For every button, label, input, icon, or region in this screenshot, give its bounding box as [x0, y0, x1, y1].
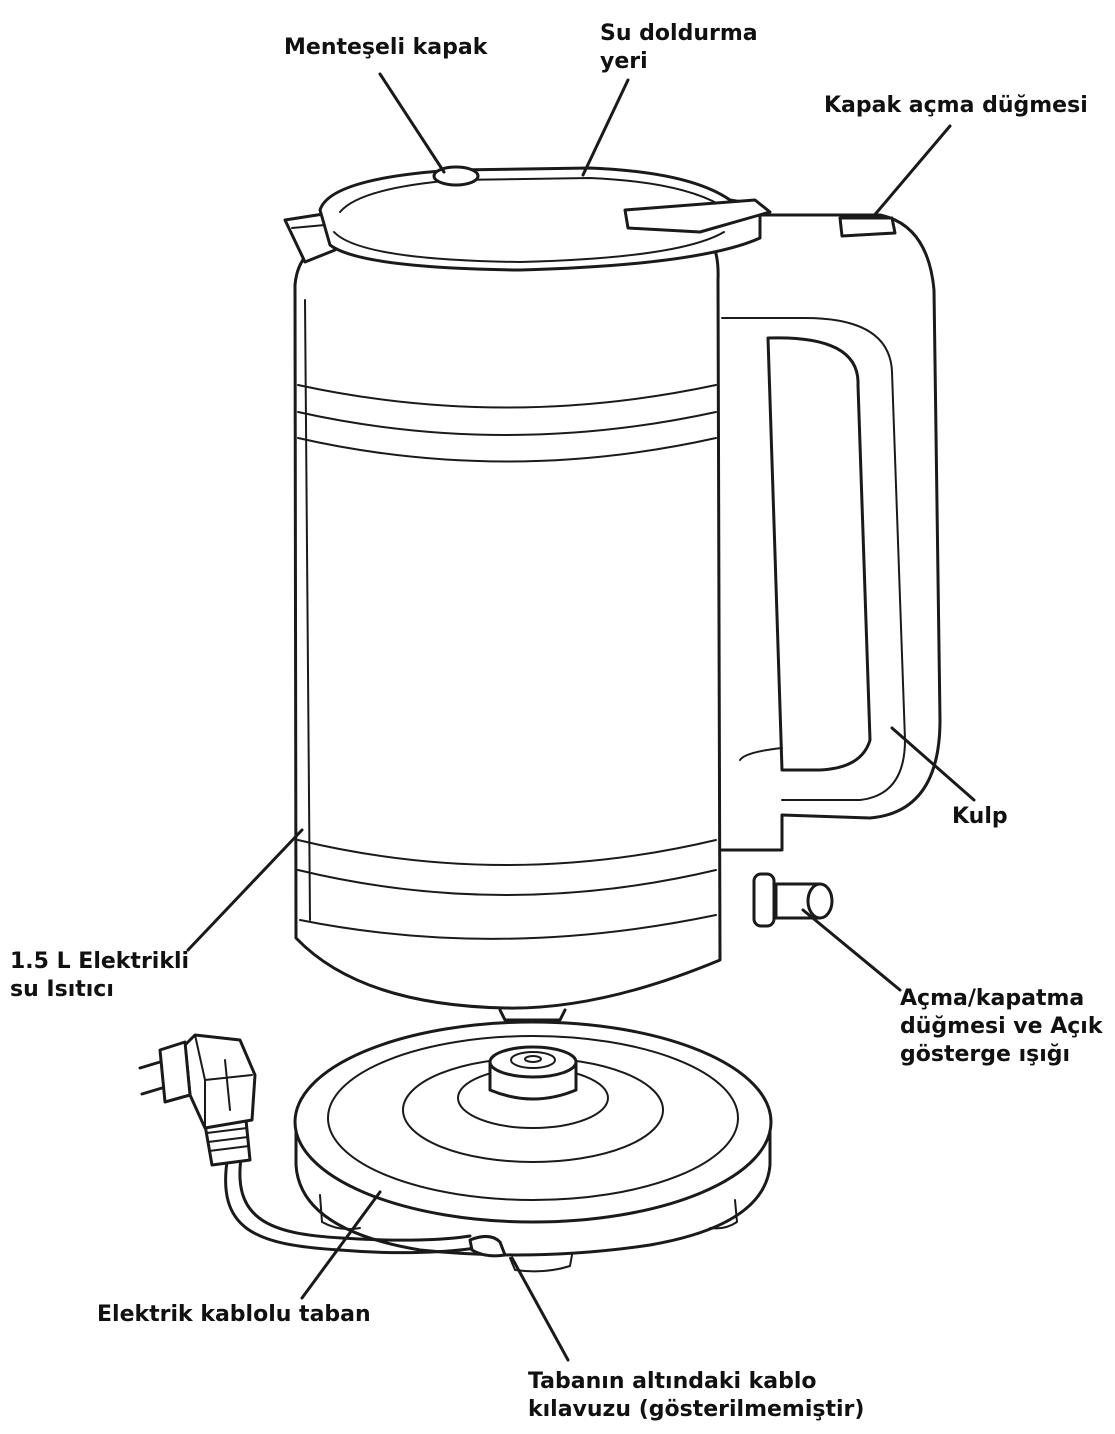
label-line: yeri [600, 49, 648, 74]
label-line: kılavuzu (gösterilmemiştir) [528, 1397, 865, 1422]
label-cord-guide: Tabanın altındaki kablo kılavuzu (göster… [528, 1368, 864, 1424]
power-switch [752, 872, 834, 928]
label-electric-kettle: 1.5 L Elektrikli su Isıtıcı [10, 948, 189, 1004]
label-line: Su doldurma [600, 21, 758, 46]
label-line: Tabanın altındaki kablo [528, 1369, 817, 1394]
leader-cord-guide [510, 1256, 570, 1362]
leader-base [300, 1190, 382, 1300]
leader-handle [890, 726, 976, 802]
leader-hinged-lid [378, 72, 446, 174]
leader-lines [186, 72, 976, 1362]
label-line: düğmesi ve Açık [900, 1014, 1103, 1039]
label-line: Kapak açma düğmesi [824, 93, 1088, 118]
power-cord [138, 1033, 507, 1258]
label-line: Menteşeli kapak [284, 35, 488, 60]
label-handle: Kulp [952, 803, 1008, 831]
label-line: Kulp [952, 804, 1008, 829]
label-line: Açma/kapatma [900, 986, 1085, 1011]
kettle-handle [698, 213, 942, 852]
label-line: su Isıtıcı [10, 977, 114, 1002]
kettle-body [283, 165, 834, 1022]
leader-fill-spout [581, 78, 630, 177]
label-lid-release-button: Kapak açma düğmesi [824, 92, 1088, 120]
label-fill-spout: Su doldurma yeri [600, 20, 758, 76]
label-line: gösterge ışığı [900, 1042, 1071, 1067]
leader-kettle [186, 828, 304, 952]
label-line: 1.5 L Elektrikli [10, 949, 190, 974]
label-power-base: Elektrik kablolu taban [97, 1301, 371, 1329]
power-base [293, 1020, 773, 1273]
label-line: Elektrik kablolu taban [97, 1302, 371, 1327]
label-power-switch: Açma/kapatma düğmesi ve Açık gösterge ış… [900, 985, 1102, 1069]
label-hinged-lid: Menteşeli kapak [284, 34, 487, 62]
leader-power [801, 908, 902, 992]
leader-lid-release [870, 124, 952, 220]
